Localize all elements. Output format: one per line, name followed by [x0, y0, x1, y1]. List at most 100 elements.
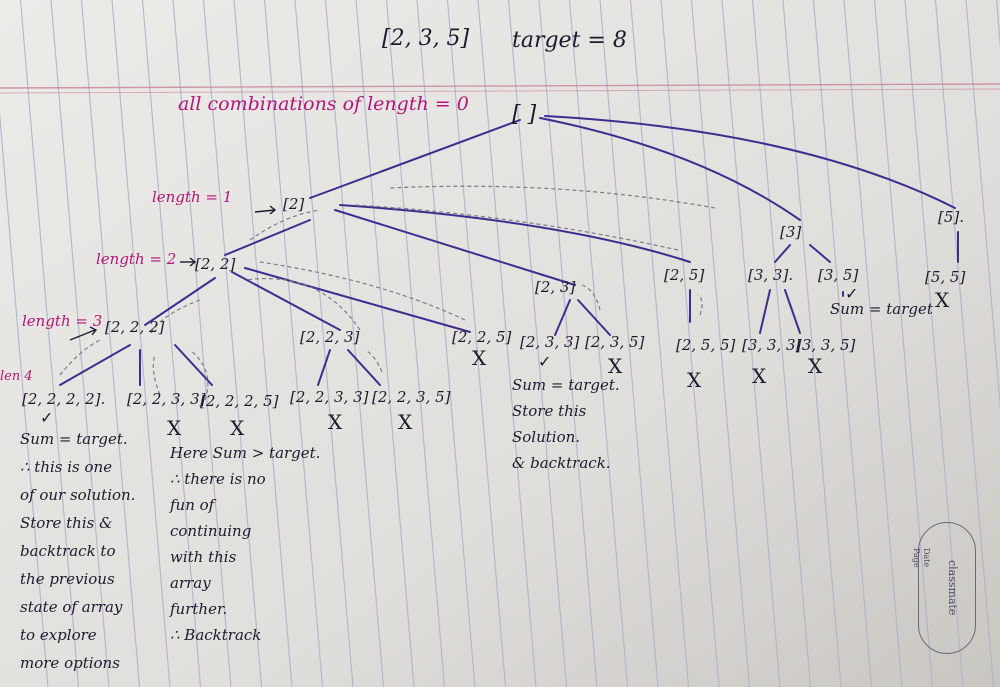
ruled-line — [385, 0, 446, 687]
ruled-line — [80, 0, 141, 687]
note-line: fun of — [170, 496, 215, 514]
level-label-1: length = 1 — [152, 188, 233, 206]
ruled-line — [507, 0, 568, 687]
ruled-line — [751, 0, 812, 687]
tree-edges — [59, 115, 959, 386]
cross-mark: X — [608, 354, 623, 378]
note-line: the previous — [20, 570, 115, 588]
ruled-line — [202, 0, 263, 687]
cross-mark: X — [808, 354, 823, 378]
node-2-3-5: [2, 3, 5] — [585, 333, 645, 351]
ruled-line — [294, 0, 354, 687]
note-line: with this — [170, 548, 237, 566]
ruled-line — [965, 0, 1000, 410]
node-2-2-5: [2, 2, 5] — [452, 328, 512, 346]
node-2-2-2-5: [2, 2, 2, 5] — [200, 392, 279, 410]
node-2-2-2: [2, 2, 2] — [105, 318, 165, 336]
check-mark: ✓ — [845, 284, 859, 303]
node-2: [2] — [283, 195, 305, 213]
cross-mark: X — [398, 410, 413, 434]
ruled-line — [843, 0, 903, 687]
node-2-5: [2, 5] — [664, 266, 705, 284]
note-line: Store this & — [20, 514, 113, 532]
node-3-5: [3, 5] — [818, 266, 859, 284]
node-2-2-3-3: [2, 2, 3, 3] — [290, 388, 369, 406]
cross-mark: X — [167, 416, 182, 440]
level-label-2: length = 2 — [96, 250, 177, 268]
brand-date: Date — [922, 548, 931, 568]
node-3-3-3: [3, 3, 3] — [742, 336, 802, 354]
note-line: ∴ this is one — [20, 458, 113, 476]
ruled-line — [111, 0, 171, 687]
ruled-line — [416, 0, 476, 687]
ruled-line — [873, 0, 934, 687]
note-line: & backtrack. — [512, 454, 611, 472]
ruled-line — [50, 0, 110, 687]
ruled-line — [934, 0, 995, 687]
node-2-2-2-3: [2, 2, 3, 3] — [127, 390, 206, 408]
node-root: [ ] — [512, 102, 537, 127]
note-line: continuing — [170, 522, 252, 540]
level-label-3: length = 3 — [22, 312, 103, 330]
note-right: Sum = target — [830, 300, 933, 318]
node-3: [3] — [780, 223, 802, 241]
node-3-3-5: [3, 3, 5] — [796, 336, 856, 354]
note-line: ∴ Backtrack — [170, 626, 262, 644]
note-line: backtrack to — [20, 542, 116, 560]
label-arrows — [69, 205, 277, 341]
note-line: ∴ there is no — [170, 470, 266, 488]
cross-mark: X — [935, 288, 950, 312]
ruled-line — [599, 0, 659, 687]
ruled-line — [538, 0, 598, 687]
cross-mark: X — [472, 346, 487, 370]
check-mark: ✓ — [538, 352, 552, 371]
node-5: [5]. — [938, 208, 965, 226]
ruled-line — [721, 0, 781, 687]
margin-line — [0, 83, 1000, 89]
note-line: further. — [170, 600, 228, 618]
note-line: more options — [20, 654, 120, 672]
cross-mark: X — [752, 364, 767, 388]
node-2-3: [2, 3] — [535, 278, 576, 296]
note-line: Solution. — [512, 428, 581, 446]
note-line: Here Sum > target. — [170, 444, 321, 462]
brand-stamp — [918, 522, 976, 654]
ruled-line — [812, 0, 873, 687]
note-line: to explore — [20, 626, 97, 644]
ruled-line — [0, 111, 49, 687]
ruled-line — [324, 0, 385, 687]
note-line: state of array — [20, 598, 123, 616]
ruled-line — [629, 0, 690, 687]
ruled-line — [904, 0, 964, 687]
ruled-line — [660, 0, 720, 687]
ruled-line — [233, 0, 293, 687]
ruled-line — [446, 0, 507, 687]
node-3-3: [3, 3]. — [748, 266, 794, 284]
header-array: [2, 3, 5] — [382, 26, 470, 51]
node-2-2-3: [2, 2, 3] — [300, 328, 360, 346]
note-line: Store this — [512, 402, 587, 420]
ruled-line — [355, 0, 415, 687]
cross-mark: X — [328, 410, 343, 434]
node-2-2-2-2: [2, 2, 2, 2]. — [22, 390, 106, 408]
ruled-line — [782, 0, 842, 687]
level-label-0: all combinations of length = 0 — [178, 93, 469, 115]
cross-mark: X — [230, 416, 245, 440]
brand-name: classmate — [946, 560, 959, 616]
note-line: Sum = target. — [20, 430, 128, 448]
ruled-line — [568, 0, 629, 687]
margin-line-2 — [0, 88, 1000, 94]
ruled-line — [263, 0, 324, 687]
note-line: Sum = target. — [512, 376, 620, 394]
node-2-2: [2, 2] — [195, 255, 236, 273]
node-2-5-5: [2, 5, 5] — [676, 336, 736, 354]
node-5-5: [5, 5] — [925, 268, 966, 286]
check-mark: ✓ — [40, 408, 54, 427]
node-2-2-3-5: [2, 2, 3, 5] — [372, 388, 451, 406]
header-target: target = 8 — [512, 28, 627, 53]
ruled-line — [19, 0, 80, 687]
ruled-line — [141, 0, 202, 687]
ruled-line — [172, 0, 232, 687]
